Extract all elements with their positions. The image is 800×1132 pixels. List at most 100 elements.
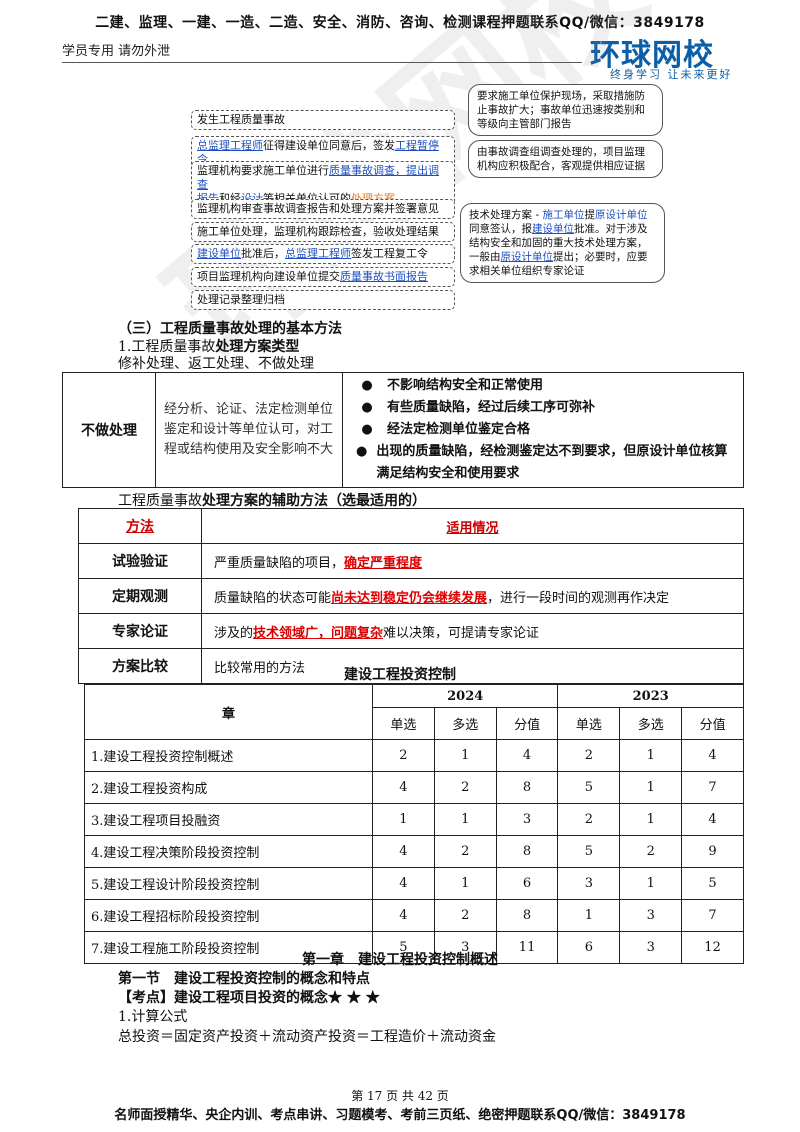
flow-note-3: 技术处理方案 - 施工单位提原设计单位同意签认，报建设单位批准。对于涉及结构安全… bbox=[460, 203, 665, 283]
bullet-item: ●出现的质量缺陷，经检测鉴定达不到要求，但原设计单位核算满足结构安全和使用要求 bbox=[356, 444, 728, 481]
stats-cell: 5 bbox=[557, 771, 621, 804]
paragraph-plan-types: 1.工程质量事故处理方案类型 bbox=[118, 339, 300, 355]
stats-subheader: 多选 bbox=[619, 707, 683, 740]
aux-case: 严重质量缺陷的项目，确定严重程度 bbox=[201, 543, 744, 579]
aux-methods-table: 方法 适用情况 试验验证 严重质量缺陷的项目，确定严重程度 定期观测 质量缺陷的… bbox=[78, 508, 744, 684]
stats-cell: 6 bbox=[557, 931, 621, 964]
key-point: 【考点】建设工程项目投资的概念★ ★ ★ bbox=[118, 990, 380, 1006]
stats-cell: 1 bbox=[433, 803, 497, 836]
stats-cell: 7 bbox=[681, 899, 744, 932]
stats-cell: 4 bbox=[372, 835, 435, 868]
flow-note-1: 要求施工单位保护现场，采取措施防止事故扩大；事故单位迅速按类别和等级向主管部门报… bbox=[468, 84, 663, 136]
flow-step-1: 发生工程质量事故 bbox=[191, 110, 455, 130]
stats-cell: 8 bbox=[495, 835, 559, 868]
aux-header-case: 适用情况 bbox=[201, 508, 744, 544]
stats-cell: 1 bbox=[619, 739, 683, 772]
aux-methods-heading: 工程质量事故处理方案的辅助方法（选最适用的） bbox=[118, 493, 426, 509]
no-treatment-desc: 经分析、论证、法定检测单位鉴定和设计等单位认可，对工程或结构使用及安全影响不大 bbox=[155, 372, 343, 488]
flow-note-2: 由事故调查组调查处理的，项目监理机构应积极配合，客观提供相应证据 bbox=[468, 140, 663, 178]
stats-cell: 5 bbox=[372, 931, 435, 964]
aux-case: 质量缺陷的状态可能尚未达到稳定仍会继续发展，进行一段时间的观测再作决定 bbox=[201, 578, 744, 614]
stats-cell: 4 bbox=[372, 899, 435, 932]
aux-method: 方案比较 bbox=[78, 648, 202, 684]
table-row: 定期观测 质量缺陷的状态可能尚未达到稳定仍会继续发展，进行一段时间的观测再作决定 bbox=[78, 578, 744, 614]
stats-chapter-name: 4.建设工程决策阶段投资控制 bbox=[84, 835, 373, 868]
stats-cell: 8 bbox=[495, 771, 559, 804]
stats-cell: 1 bbox=[619, 867, 683, 900]
stats-subheader: 分值 bbox=[681, 707, 744, 740]
header-top-line: 二建、监理、一建、一造、二造、安全、消防、咨询、检测课程押题联系QQ/微信：38… bbox=[95, 15, 705, 31]
stats-cell: 5 bbox=[681, 867, 744, 900]
chapter-title: 第一章 建设工程投资控制概述 bbox=[302, 952, 498, 968]
stats-cell: 2 bbox=[557, 803, 621, 836]
stats-subheader: 单选 bbox=[557, 707, 621, 740]
stats-cell: 3 bbox=[495, 803, 559, 836]
stats-cell: 12 bbox=[681, 931, 744, 964]
stats-chapter-name: 2.建设工程投资构成 bbox=[84, 771, 373, 804]
stats-cell: 8 bbox=[495, 899, 559, 932]
bullet-item: ●经法定检测单位鉴定合格 bbox=[361, 422, 531, 437]
stats-cell: 4 bbox=[372, 867, 435, 900]
logo: 环球网校 bbox=[590, 38, 714, 73]
stats-subheader: 多选 bbox=[433, 707, 497, 740]
stats-cell: 11 bbox=[495, 931, 559, 964]
logo-tagline: 终身学习 让未来更好 bbox=[610, 68, 733, 81]
stats-cell: 2 bbox=[372, 739, 435, 772]
header-divider bbox=[62, 62, 582, 63]
stats-chapter-name: 6.建设工程招标阶段投资控制 bbox=[84, 899, 373, 932]
table-row: 方案比较 比较常用的方法 bbox=[78, 648, 744, 684]
stats-cell: 1 bbox=[557, 899, 621, 932]
no-treatment-bullets: ●不影响结构安全和正常使用 ●有些质量缺陷，经过后续工序可弥补 ●经法定检测单位… bbox=[342, 372, 744, 488]
stats-chapter-name: 5.建设工程设计阶段投资控制 bbox=[84, 867, 373, 900]
stats-cell: 4 bbox=[372, 771, 435, 804]
stats-header-2023: 2023 bbox=[557, 684, 744, 708]
stats-cell: 3 bbox=[619, 899, 683, 932]
paragraph-plan-list: 修补处理、返工处理、不做处理 bbox=[118, 356, 314, 372]
section-title: （三）工程质量事故处理的基本方法 bbox=[118, 321, 342, 337]
no-treatment-label: 不做处理 bbox=[62, 372, 156, 488]
stats-subheader: 单选 bbox=[372, 707, 435, 740]
aux-case: 比较常用的方法 bbox=[201, 648, 744, 684]
stats-cell: 1 bbox=[372, 803, 435, 836]
flow-step-7: 项目监理机构向建设单位提交质量事故书面报告 bbox=[191, 267, 455, 287]
aux-header-method: 方法 bbox=[78, 508, 202, 544]
stats-cell: 2 bbox=[433, 771, 497, 804]
flow-step-8: 处理记录整理归档 bbox=[191, 290, 455, 310]
bullet-item: ●有些质量缺陷，经过后续工序可弥补 bbox=[361, 400, 596, 415]
stats-cell: 3 bbox=[433, 931, 497, 964]
stats-header-chapter: 章 bbox=[84, 684, 373, 740]
bullet-item: ●不影响结构安全和正常使用 bbox=[361, 378, 544, 393]
stats-cell: 2 bbox=[433, 835, 497, 868]
section-heading: 第一节 建设工程投资控制的概念和特点 bbox=[118, 971, 370, 987]
table-row: 专家论证 涉及的技术领域广，问题复杂难以决策，可提请专家论证 bbox=[78, 613, 744, 649]
flow-step-4: 监理机构审查事故调查报告和处理方案并签署意见 bbox=[191, 199, 455, 219]
stats-chapter-name: 7.建设工程施工阶段投资控制 bbox=[84, 931, 373, 964]
student-note: 学员专用 请勿外泄 bbox=[62, 44, 171, 59]
stats-cell: 5 bbox=[557, 835, 621, 868]
stats-cell: 1 bbox=[619, 803, 683, 836]
stats-subheader: 分值 bbox=[495, 707, 559, 740]
stats-cell: 1 bbox=[619, 771, 683, 804]
flow-step-5: 施工单位处理，监理机构跟踪检查，验收处理结果 bbox=[191, 222, 455, 242]
stats-cell: 2 bbox=[557, 739, 621, 772]
stats-cell: 6 bbox=[495, 867, 559, 900]
stats-cell: 2 bbox=[619, 835, 683, 868]
paragraph-formula-title: 1.计算公式 bbox=[118, 1009, 188, 1025]
aux-case: 涉及的技术领域广，问题复杂难以决策，可提请专家论证 bbox=[201, 613, 744, 649]
stats-cell: 4 bbox=[495, 739, 559, 772]
stats-table: 章 2024 2023 单选 多选 分值 单选 多选 分值 1.建设工程投资控制… bbox=[84, 684, 744, 964]
stats-cell: 9 bbox=[681, 835, 744, 868]
stats-table-caption: 建设工程投资控制 bbox=[344, 667, 456, 683]
paragraph-formula: 总投资＝固定资产投资＋流动资产投资＝工程造价＋流动资金 bbox=[118, 1029, 496, 1045]
stats-cell: 3 bbox=[557, 867, 621, 900]
stats-cell: 1 bbox=[433, 739, 497, 772]
stats-cell: 4 bbox=[681, 803, 744, 836]
aux-method: 专家论证 bbox=[78, 613, 202, 649]
